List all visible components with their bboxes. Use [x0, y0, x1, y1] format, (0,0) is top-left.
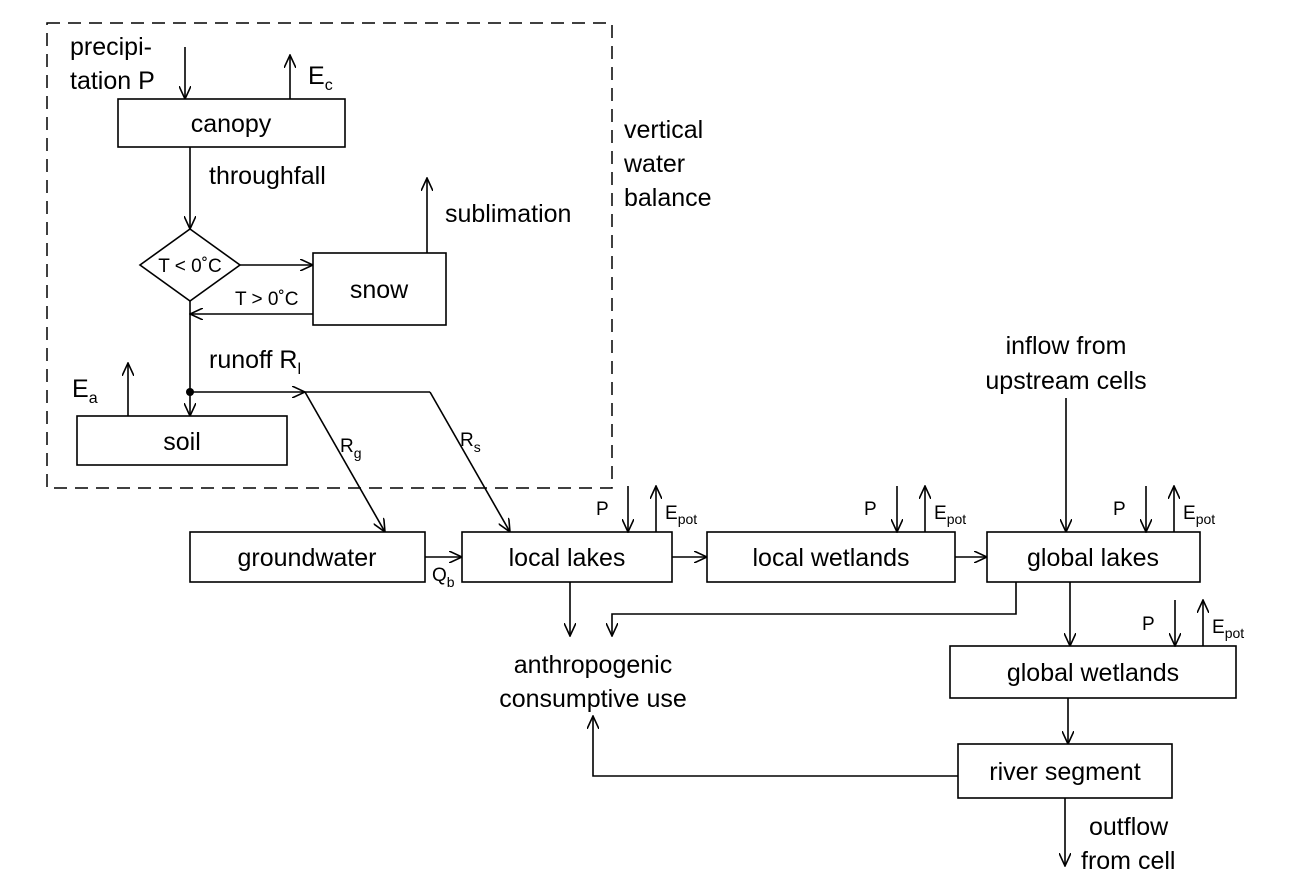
local-wetlands-label: local wetlands — [752, 544, 909, 572]
outflow-label-line-1: outflow — [1089, 813, 1169, 841]
soil-evaporation-label: Ea — [72, 375, 98, 407]
region-label-line-2: water — [623, 150, 685, 178]
runoff-label: runoff Rl — [209, 346, 301, 378]
canopy-label: canopy — [191, 110, 272, 138]
local-wetlands-precip-label: P — [864, 499, 877, 520]
region-label-line-3: balance — [624, 184, 712, 212]
global-wetlands-box — [949, 645, 1237, 699]
global-lakes-withdrawal-arrow — [612, 582, 1017, 636]
return-condition-label: T > 0˚C — [235, 289, 299, 310]
global-lakes-precip-label: P — [1113, 499, 1126, 520]
snow-label: snow — [350, 276, 409, 304]
canopy-evaporation-label: Ec — [308, 62, 333, 94]
global-wetlands-label: global wetlands — [1007, 659, 1179, 687]
local-lakes-precip-label: P — [596, 499, 609, 520]
global-lakes-label: global lakes — [1027, 544, 1159, 572]
outflow-label-line-2: from cell — [1081, 847, 1175, 875]
local-lakes-label: local lakes — [509, 544, 626, 572]
river-segment-label: river segment — [989, 758, 1140, 786]
inflow-label-line-1: inflow from — [1006, 332, 1127, 360]
throughfall-label: throughfall — [209, 162, 326, 190]
global-lakes-box — [986, 531, 1201, 583]
local-wetlands-box — [706, 531, 956, 583]
global-lakes-evap-label: Epot — [1183, 503, 1215, 527]
surface-runoff-arrow — [429, 391, 510, 532]
snow-box — [312, 252, 447, 326]
global-wetlands-precip-label: P — [1142, 614, 1155, 635]
groundwater-box — [189, 531, 426, 583]
groundwater-recharge-label: Rg — [340, 436, 362, 461]
groundwater-label: groundwater — [238, 544, 377, 572]
inflow-label-line-2: upstream cells — [985, 367, 1146, 395]
consumptive-use-label-line-2: consumptive use — [499, 685, 687, 713]
global-wetlands-evap-label: Epot — [1212, 617, 1244, 641]
soil-box — [76, 415, 288, 466]
decision-condition-label: T < 0˚C — [158, 256, 222, 277]
precipitation-label-line-1: precipi- — [70, 33, 152, 61]
sublimation-label: sublimation — [445, 200, 571, 228]
river-withdrawal-arrow — [593, 716, 958, 777]
region-label-line-1: vertical — [624, 116, 703, 144]
consumptive-use-label-line-1: anthropogenic — [514, 651, 672, 679]
groundwater-recharge-arrow — [304, 391, 385, 532]
surface-runoff-label: Rs — [460, 430, 481, 455]
vertical-water-balance-region — [46, 22, 613, 489]
local-lakes-evap-label: Epot — [665, 503, 697, 527]
canopy-box — [117, 98, 346, 148]
baseflow-label: Qb — [432, 565, 455, 590]
local-lakes-box — [461, 531, 673, 583]
precipitation-label-line-2: tation P — [70, 67, 155, 95]
soil-label: soil — [163, 428, 201, 456]
local-wetlands-evap-label: Epot — [934, 503, 966, 527]
